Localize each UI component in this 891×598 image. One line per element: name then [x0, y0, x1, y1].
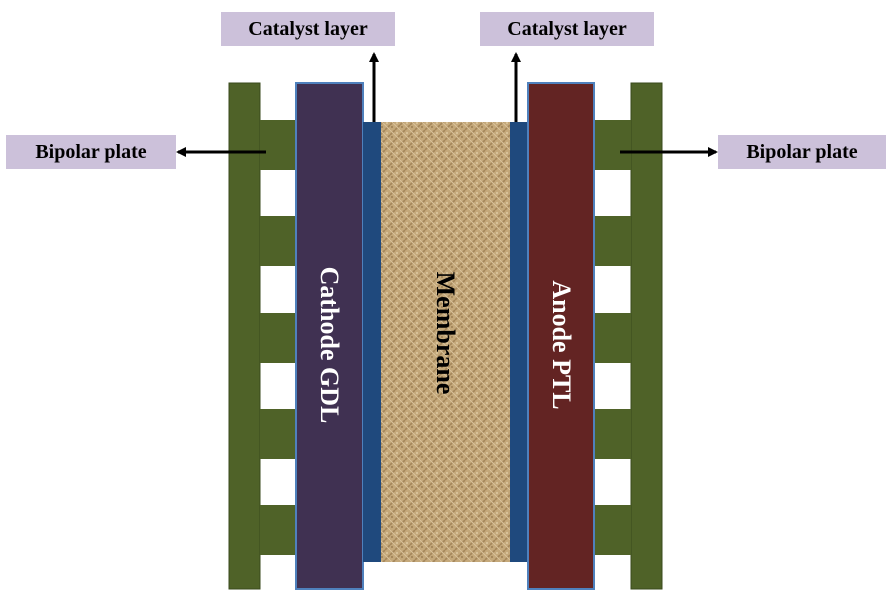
- membrane-label: Membrane: [431, 271, 460, 395]
- bipolar-plate-left: [228, 82, 298, 590]
- catalyst-layer-right-label: Catalyst layer: [480, 12, 654, 46]
- bipolar-plate-right-label: Bipolar plate: [718, 135, 886, 169]
- catalyst-layer-right: [510, 122, 528, 562]
- cathode-gdl-label: Cathode GDL: [315, 266, 344, 424]
- anode-ptl: [527, 82, 595, 590]
- cathode-gdl: [295, 82, 364, 590]
- catalyst-layer-left: [363, 122, 381, 562]
- bipolar-plate-left-label: Bipolar plate: [6, 135, 176, 169]
- membrane: [381, 122, 510, 562]
- anode-ptl-label: Anode PTL: [547, 280, 576, 410]
- bipolar-plate-right: [593, 82, 663, 590]
- catalyst-layer-left-label: Catalyst layer: [221, 12, 395, 46]
